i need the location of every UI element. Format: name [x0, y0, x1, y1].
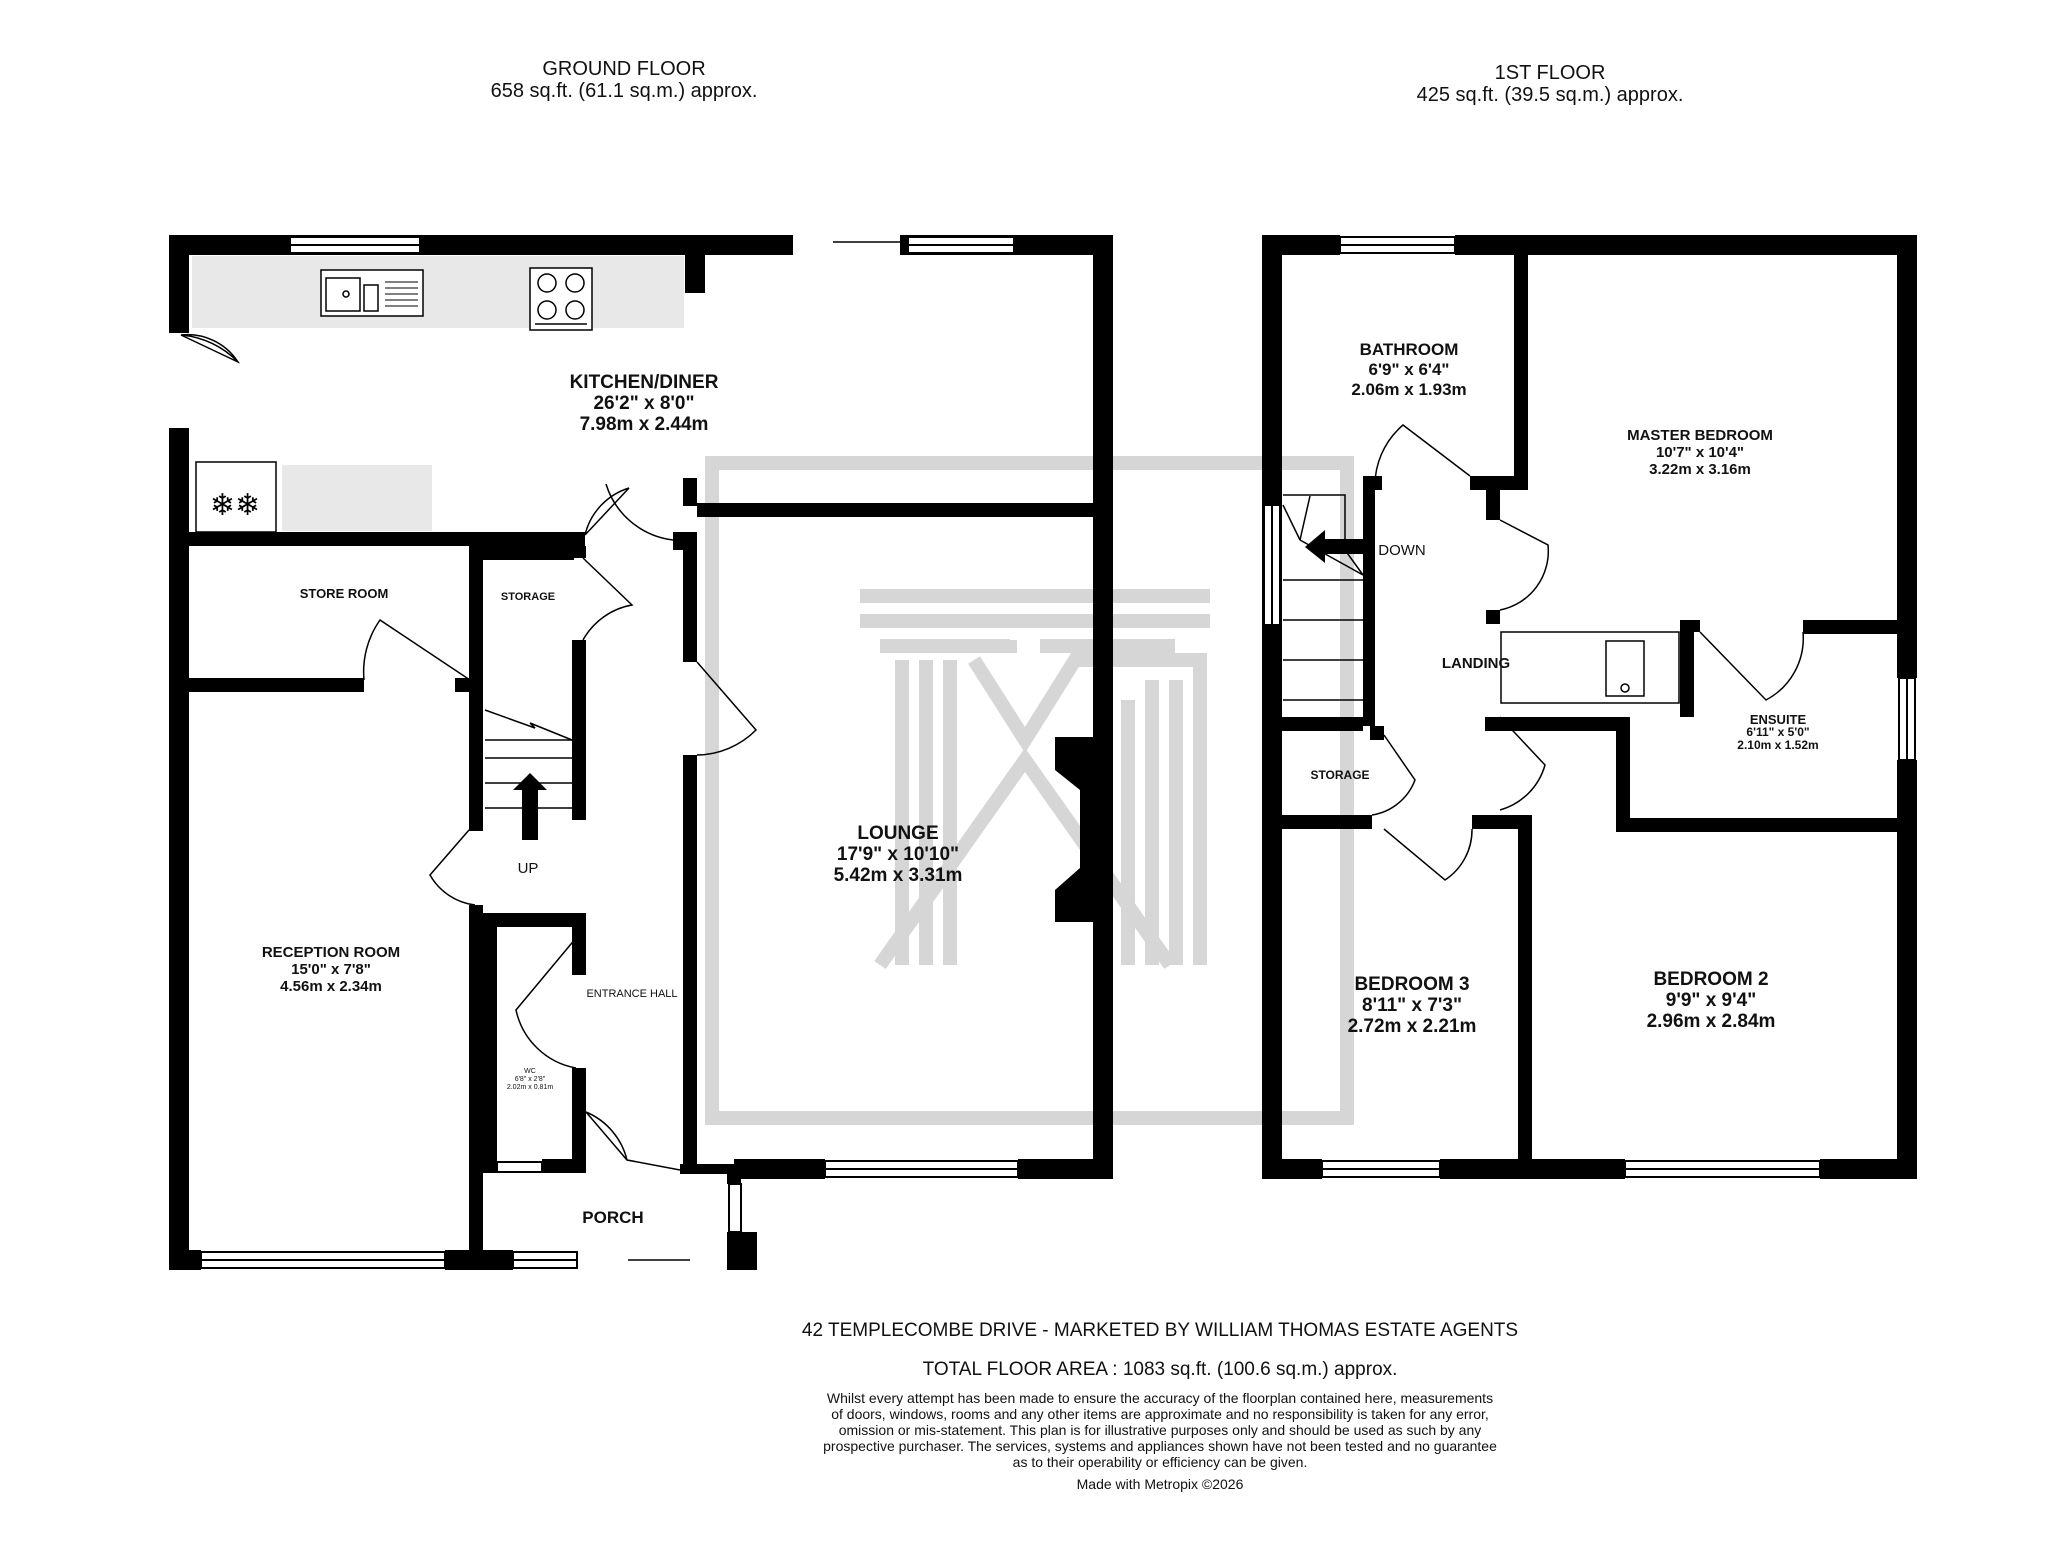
stairs-down-text: DOWN	[1378, 542, 1426, 559]
bedroom2-label: BEDROOM 2 9'9" x 9'4" 2.96m x 2.84m	[1647, 969, 1776, 1032]
store-room-name: STORE ROOM	[299, 586, 389, 601]
porch-name: PORCH	[582, 1208, 644, 1227]
porch-side-window	[728, 1183, 742, 1233]
stairs-down-arrow-icon	[1305, 530, 1370, 563]
ff-storage-name: STORAGE	[1310, 768, 1370, 782]
freezer-icon: ❄❄	[195, 461, 277, 533]
footer-made-with: Made with Metropix ©2026	[1076, 1476, 1244, 1492]
bathroom-imperial: 6'9" x 6'4"	[1368, 360, 1450, 379]
wc-metric: 2.02m x 0.81m	[506, 1084, 554, 1091]
first-stairs	[1282, 494, 1364, 701]
bedroom3-metric: 2.72m x 2.21m	[1347, 1016, 1477, 1037]
bathroom-metric: 2.06m x 1.93m	[1351, 380, 1467, 399]
kitchen-name: KITCHEN/DINER	[569, 372, 719, 393]
watermark-logo	[705, 456, 1354, 1125]
lounge-name: LOUNGE	[857, 823, 939, 844]
porch-label: PORCH	[582, 1208, 643, 1228]
wc-name: WC	[524, 1068, 536, 1075]
master-imperial: 10'7" x 10'4"	[1655, 444, 1745, 461]
first-floor-title: 1ST FLOOR	[1494, 62, 1606, 84]
kitchen-worktop-2	[282, 465, 432, 531]
reception-metric: 4.56m x 2.34m	[280, 978, 382, 995]
storage-label: STORAGE	[501, 591, 555, 603]
first-floor-plan	[1262, 235, 1917, 1179]
kitchen-metric: 7.98m x 2.44m	[579, 414, 709, 435]
first-floor-heading: 1ST FLOOR 425 sq.ft. (39.5 sq.m.) approx…	[1380, 62, 1720, 106]
kitchen-label: KITCHEN/DINER 26'2" x 8'0" 7.98m x 2.44m	[570, 372, 719, 435]
bedroom3-name: BEDROOM 3	[1354, 974, 1470, 995]
landing-name: LANDING	[1441, 655, 1511, 672]
landing-label: LANDING	[1442, 656, 1510, 671]
lounge-metric: 5.42m x 3.31m	[833, 865, 963, 886]
ensuite-label: ENSUITE 6'11" x 5'0" 2.10m x 1.52m	[1737, 713, 1818, 752]
master-metric: 3.22m x 3.16m	[1649, 461, 1751, 478]
lounge-label: LOUNGE 17'9" x 10'10" 5.42m x 3.31m	[834, 823, 963, 886]
reception-imperial: 15'0" x 7'8"	[291, 961, 371, 978]
ground-floor-heading: GROUND FLOOR 658 sq.ft. (61.1 sq.m.) app…	[444, 58, 804, 102]
master-name: MASTER BEDROOM	[1627, 427, 1773, 444]
ensuite-name: ENSUITE	[1749, 712, 1807, 727]
store-room-label: STORE ROOM	[300, 586, 389, 601]
stairs-up-text: UP	[517, 860, 539, 877]
svg-text:❄❄: ❄❄	[210, 489, 260, 522]
stairs-down-label: DOWN	[1378, 542, 1426, 559]
lounge-imperial: 17'9" x 10'10"	[836, 844, 960, 865]
reception-label: RECEPTION ROOM 15'0" x 7'8" 4.56m x 2.34…	[262, 944, 400, 995]
stairs-arrow-icon	[513, 773, 547, 840]
bedroom3-label: BEDROOM 3 8'11" x 7'3" 2.72m x 2.21m	[1348, 974, 1477, 1037]
reception-name: RECEPTION ROOM	[261, 944, 401, 961]
ensuite-imperial: 6'11" x 5'0"	[1746, 725, 1810, 739]
bedroom3-imperial: 8'11" x 7'3"	[1362, 995, 1462, 1016]
entrance-hall-name: ENTRANCE HALL	[586, 988, 678, 1000]
disclaimer-line: Whilst every attempt has been made to en…	[826, 1390, 1494, 1406]
fireplace-icon	[1055, 737, 1093, 922]
footer-address: 42 TEMPLECOMBE DRIVE - MARKETED BY WILLI…	[801, 1320, 1519, 1341]
wc-label: WC 6'8" x 2'8" 2.02m x 0.81m	[507, 1068, 553, 1092]
kitchen-worktop	[192, 256, 684, 328]
bath-icon	[1500, 631, 1680, 704]
disclaimer-line: prospective purchaser. The services, sys…	[823, 1438, 1497, 1454]
footer-disclaimer: Whilst every attempt has been made to en…	[760, 1390, 1560, 1470]
bathroom-name: BATHROOM	[1359, 340, 1459, 359]
footer-total-area: TOTAL FLOOR AREA : 1083 sq.ft. (100.6 sq…	[922, 1359, 1398, 1380]
disclaimer-line: of doors, windows, rooms and any other i…	[831, 1406, 1489, 1422]
entrance-hall-label: ENTRANCE HALL	[586, 988, 677, 1000]
bathroom-label: BATHROOM 6'9" x 6'4" 2.06m x 1.93m	[1351, 340, 1466, 400]
first-floor-area: 425 sq.ft. (39.5 sq.m.) approx.	[1416, 84, 1684, 106]
storage-name: STORAGE	[500, 591, 556, 603]
ground-floor-title: GROUND FLOOR	[542, 58, 706, 80]
master-bedroom-label: MASTER BEDROOM 10'7" x 10'4" 3.22m x 3.1…	[1627, 427, 1773, 478]
bedroom2-imperial: 9'9" x 9'4"	[1665, 990, 1757, 1011]
kitchen-imperial: 26'2" x 8'0"	[593, 393, 695, 414]
bedroom2-metric: 2.96m x 2.84m	[1646, 1011, 1776, 1032]
stairs-up-label: UP	[518, 860, 539, 877]
ground-floor-plan: ❄❄	[169, 235, 1113, 1270]
wc-window	[496, 1161, 543, 1173]
wc-imperial: 6'8" x 2'8"	[514, 1076, 546, 1083]
ensuite-metric: 2.10m x 1.52m	[1737, 738, 1819, 752]
disclaimer-line: omission or mis-statement. This plan is …	[838, 1422, 1482, 1438]
hob-icon	[529, 267, 593, 331]
ff-storage-label: STORAGE	[1310, 768, 1369, 782]
bedroom2-name: BEDROOM 2	[1653, 969, 1769, 990]
ground-floor-area: 658 sq.ft. (61.1 sq.m.) approx.	[490, 80, 758, 102]
sink-icon	[320, 269, 424, 317]
disclaimer-line: as to their operability or efficiency ca…	[1012, 1454, 1308, 1470]
